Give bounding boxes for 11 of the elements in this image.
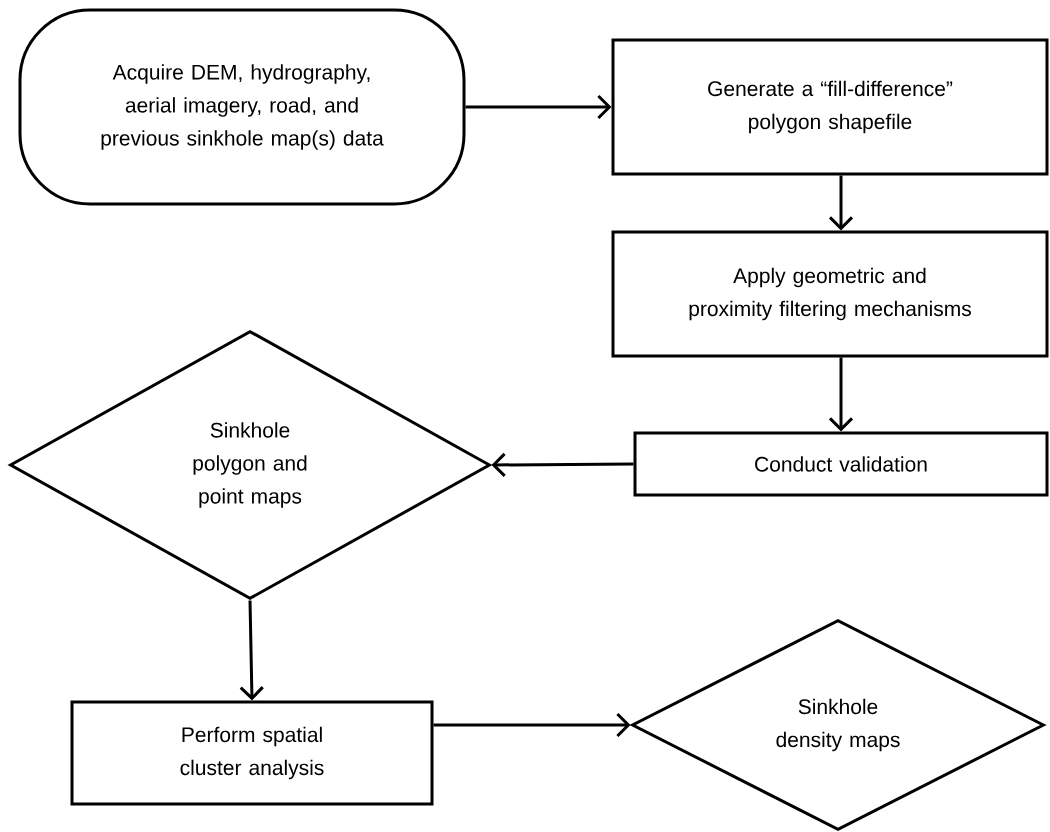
terminal-box: Acquire DEM, hydrography, aerial imagery, road, and previous sinkhole map(s) data bbox=[18, 8, 466, 206]
process-box: Perform spatial cluster analysis bbox=[70, 700, 434, 806]
arrow bbox=[828, 357, 854, 432]
arrow bbox=[828, 175, 854, 231]
arrow bbox=[465, 94, 612, 120]
process-box: Apply geometric and proximity filtering mechanisms bbox=[611, 230, 1049, 358]
arrow bbox=[433, 712, 631, 738]
arrow bbox=[239, 600, 264, 701]
arrow bbox=[491, 452, 634, 477]
process-box: Generate a “fill-difference” polygon shapefile bbox=[611, 38, 1049, 176]
process-box: Conduct validation bbox=[633, 431, 1049, 497]
